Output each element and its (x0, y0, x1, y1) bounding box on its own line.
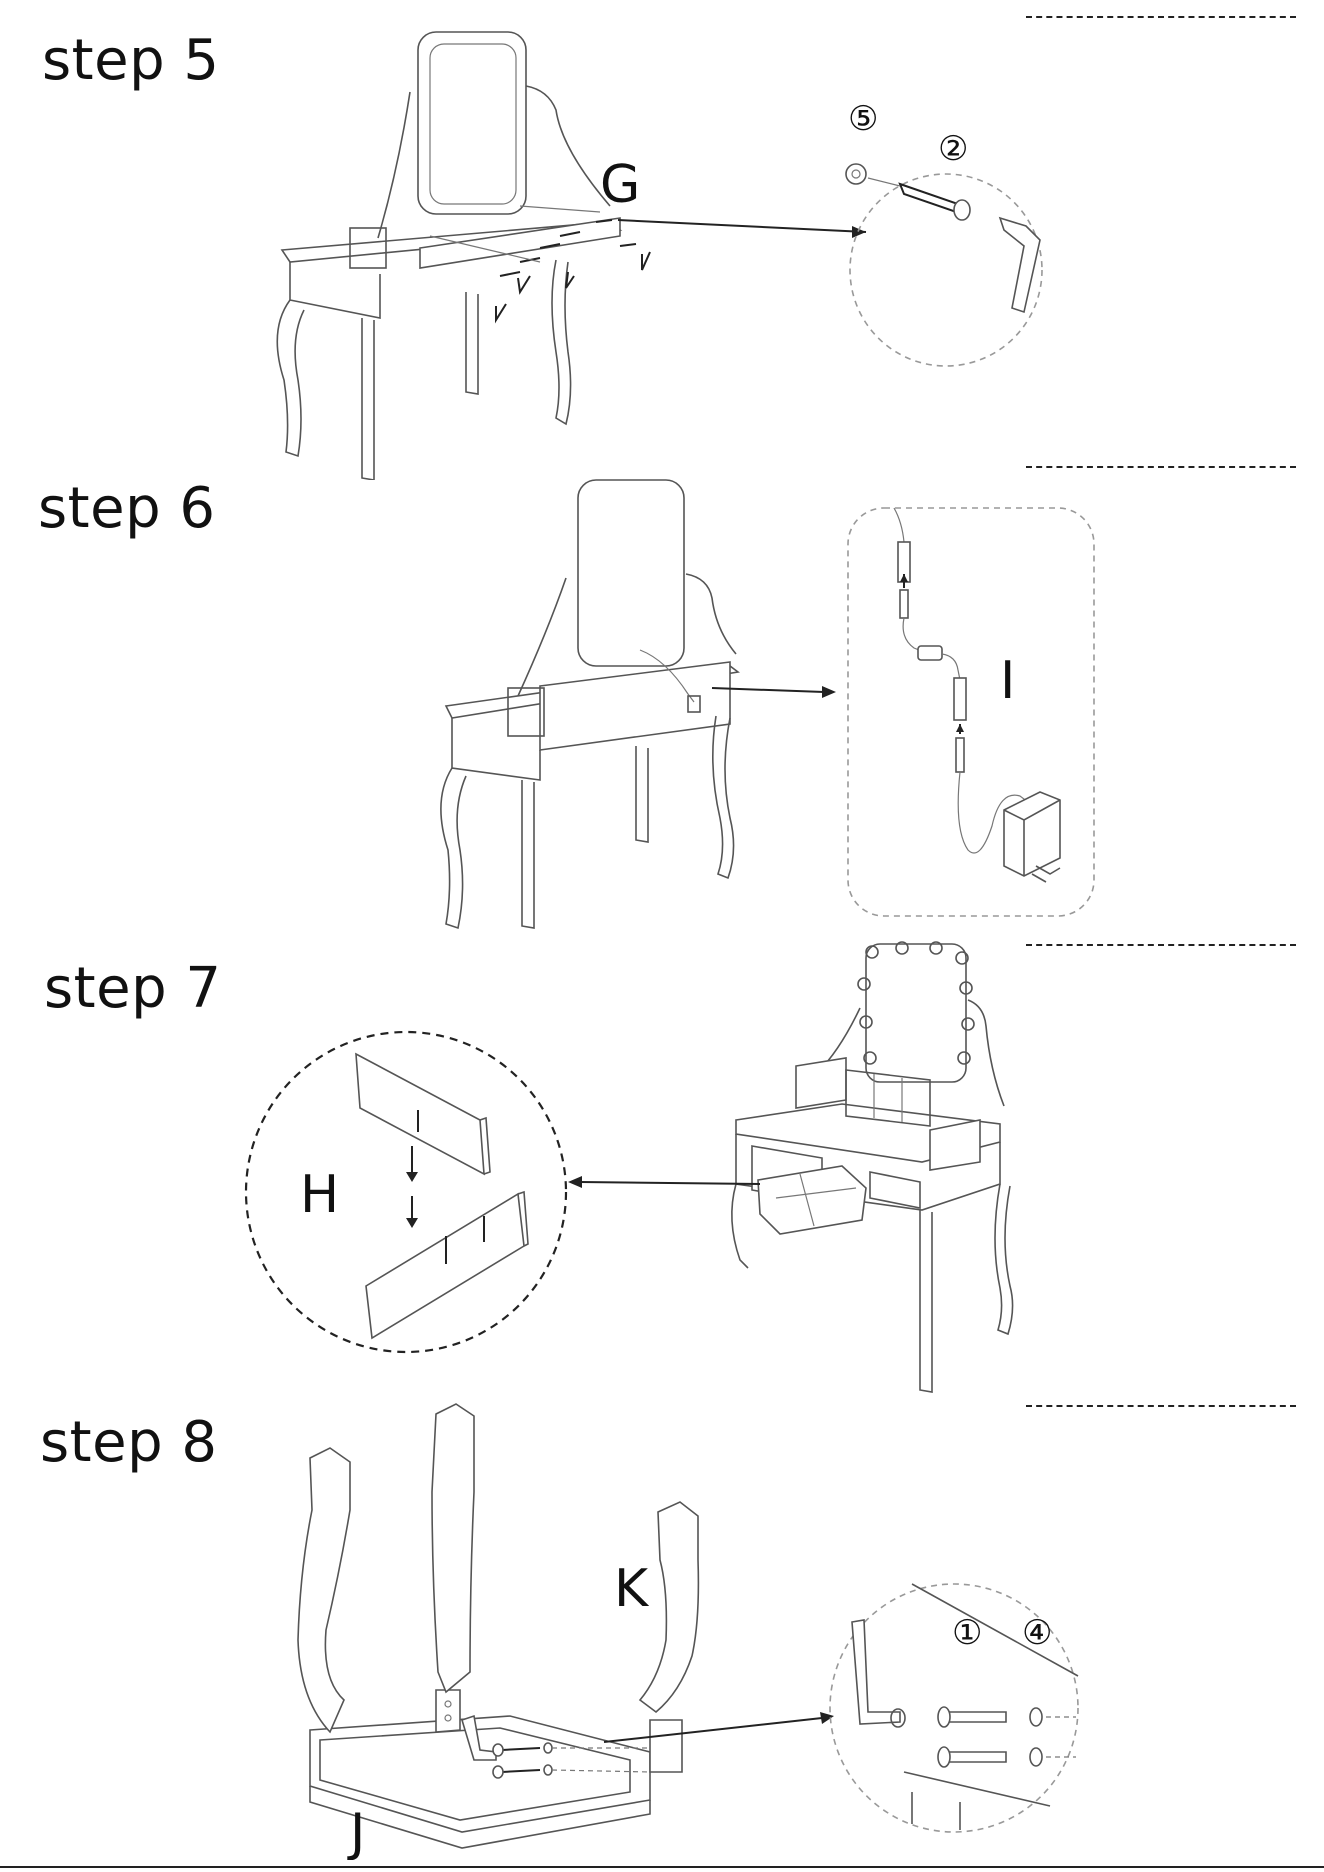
leg-back-right (995, 1184, 1013, 1334)
leg-front-right (362, 318, 374, 480)
leg-front-right (522, 780, 534, 928)
part-label-j: J (347, 1803, 365, 1860)
leg-back-left (466, 292, 478, 394)
leg-k-right (640, 1502, 698, 1712)
leg-front-left (277, 300, 304, 456)
detail-circle-g (850, 174, 1042, 366)
connector-male-2 (956, 738, 964, 772)
corner-bracket (436, 1690, 460, 1732)
washer-4-upper (1030, 1708, 1042, 1726)
leg-back-right (713, 716, 734, 878)
leg-k-back (432, 1404, 474, 1692)
leg-front-right (920, 1210, 932, 1392)
connector-male-1 (900, 590, 908, 618)
bolt-2 (900, 184, 962, 214)
divider-board-lower (366, 1194, 524, 1338)
back-panel-left-edge (378, 92, 410, 238)
hardware-label-1: ① (952, 1613, 982, 1653)
hardware-label-2: ② (938, 129, 968, 169)
leg-back-left (636, 746, 648, 842)
rail-g (420, 218, 620, 268)
washer-4-lower (1030, 1748, 1042, 1766)
inline-switch (918, 646, 942, 660)
drawer-right-front (870, 1172, 920, 1208)
mirror-frame (418, 32, 526, 214)
arrow-to-detail-stool (604, 1718, 822, 1742)
arrowhead (820, 1712, 834, 1724)
top-drawer-left (796, 1058, 846, 1108)
arrowhead (568, 1176, 582, 1188)
connect-arrow-2 (956, 724, 964, 732)
step-8-illustration: ① ④ K J (0, 1400, 1324, 1860)
arrow-to-detail-g (618, 220, 866, 232)
apron-left (290, 262, 380, 318)
part-label-g: G (600, 155, 640, 215)
allen-key-detail (852, 1620, 900, 1724)
leg-front-left (441, 768, 466, 928)
part-label-h: H (300, 1165, 339, 1225)
washer-5 (846, 164, 866, 184)
back-rail (540, 662, 730, 750)
arrow-to-detail-h (580, 1182, 760, 1184)
cable-top (894, 508, 904, 542)
hardware-label-5: ⑤ (848, 99, 878, 139)
leg-front-left (732, 1184, 748, 1268)
leg-k-left (298, 1448, 350, 1732)
divider-board-upper (356, 1054, 484, 1174)
connector-female-2 (954, 678, 966, 720)
mirror-frame (866, 944, 966, 1082)
part-label-k: K (614, 1559, 650, 1619)
back-panel-right-edge (686, 574, 736, 654)
step-7-illustration: H (0, 940, 1324, 1400)
arrowhead (822, 686, 836, 698)
bolt-1-lower (946, 1752, 1006, 1762)
footer-rule (0, 1866, 1324, 1868)
step-5-illustration: G ⑤ ② (0, 0, 1324, 480)
back-panel-left-edge (518, 578, 566, 696)
bolt-1-upper (946, 1712, 1006, 1722)
back-panel-right-edge (526, 86, 610, 206)
back-panel-right-edge (968, 1000, 1004, 1106)
mirror-frame (578, 480, 684, 666)
apron-left (452, 718, 540, 780)
step-6-illustration: I (0, 470, 1324, 950)
part-label-i: I (1000, 651, 1015, 711)
leg-foot (650, 1720, 682, 1772)
hardware-label-4: ④ (1022, 1613, 1052, 1653)
